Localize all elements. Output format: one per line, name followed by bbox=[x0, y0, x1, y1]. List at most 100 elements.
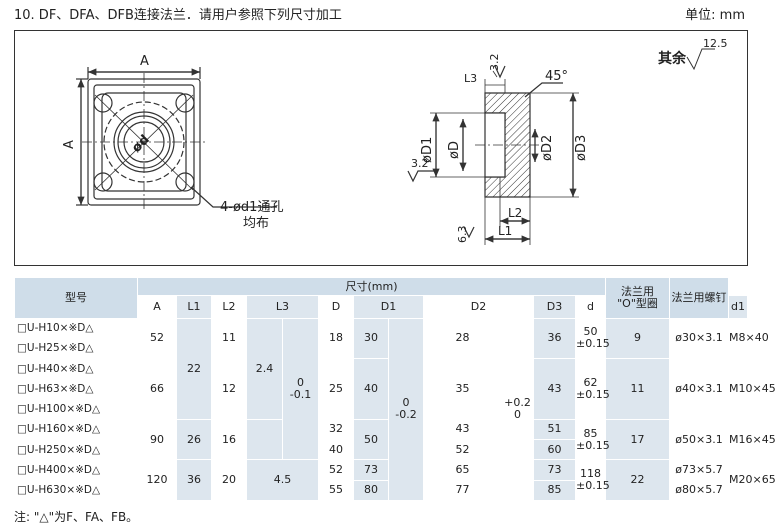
sub-d1s: d1 bbox=[728, 295, 748, 319]
table-row-model: □U-H100×※D△ bbox=[14, 398, 138, 420]
cell-l2: 11 bbox=[211, 317, 247, 360]
cell-bolt: M16×45 bbox=[728, 418, 776, 461]
cell-d1-tol: 0-0.2 bbox=[388, 317, 424, 502]
dim-l1: L1 bbox=[498, 224, 512, 238]
cell-d2: 28 bbox=[423, 317, 502, 360]
dim-l2: L2 bbox=[508, 206, 522, 220]
cell-a: 52 bbox=[137, 317, 177, 360]
cell-d: 52 bbox=[318, 459, 354, 481]
cell-l2: 12 bbox=[211, 358, 247, 420]
cell-l2: 20 bbox=[211, 459, 247, 501]
cell-d: 55 bbox=[318, 479, 354, 502]
cell-oring: ø73×5.7 bbox=[669, 459, 729, 481]
roughness-label: 其余 bbox=[658, 50, 687, 67]
dim-45: 45° bbox=[545, 69, 568, 84]
roughness-value: 12.5 bbox=[703, 37, 728, 50]
cell-d2: 65 bbox=[423, 459, 502, 481]
header-size: 尺寸(mm) bbox=[137, 276, 606, 297]
cell-d1: 50 bbox=[353, 418, 389, 461]
sub-l1: L1 bbox=[176, 295, 212, 319]
dim-63: 6.3 bbox=[456, 226, 469, 244]
table-row-model: □U-H630×※D△ bbox=[14, 479, 138, 502]
cell-l1: 26 bbox=[176, 418, 212, 461]
cell-dd: 62±0.15 bbox=[575, 358, 610, 420]
dim-od: ød bbox=[129, 132, 153, 156]
roughness-symbol bbox=[686, 48, 715, 71]
cell-dd: 118±0.15 bbox=[575, 459, 610, 501]
flange-drawing: A A ød 4-ød1通孔 均布 其余 12.5 3.2 L3 45° øD1… bbox=[62, 37, 728, 245]
cell-d1s: 11 bbox=[605, 358, 670, 420]
cell-dd: 50±0.15 bbox=[575, 317, 610, 360]
cell-oring: ø50×3.1 bbox=[669, 418, 729, 461]
cell-l3-tol: 0-0.1 bbox=[282, 317, 319, 461]
callout-holes: 4-ød1通孔 bbox=[220, 200, 283, 215]
table-row-model: □U-H10×※D△ bbox=[14, 317, 138, 339]
cell-d: 32 bbox=[318, 418, 354, 441]
table-row-model: □U-H250×※D△ bbox=[14, 439, 138, 461]
dim-32-left: 3.2 bbox=[411, 157, 429, 170]
cell-d1s: 17 bbox=[605, 418, 670, 461]
cell-d3: 85 bbox=[533, 479, 576, 502]
cell-a: 66 bbox=[137, 358, 177, 420]
cell-d1: 80 bbox=[353, 479, 389, 502]
cell-d2: 77 bbox=[423, 479, 502, 502]
dim-l3: L3 bbox=[464, 72, 477, 85]
cell-d1: 73 bbox=[353, 459, 389, 481]
header-oring: 法兰用"O"型圈 bbox=[605, 277, 670, 319]
front-view bbox=[76, 67, 277, 211]
table-row-model: □U-H63×※D△ bbox=[14, 378, 138, 400]
cell-l1: 36 bbox=[176, 459, 212, 501]
cell-oring: ø30×3.1 bbox=[669, 317, 729, 360]
cell-d3: 36 bbox=[533, 317, 576, 360]
spec-table: 型号 尺寸(mm) 法兰用"O"型圈 法兰用螺钉 A L1 L2 L3 D D1… bbox=[14, 276, 776, 502]
cell-d1: 30 bbox=[353, 317, 389, 360]
cell-d2: 35 bbox=[423, 358, 502, 420]
cell-oring: ø80×5.7 bbox=[669, 479, 729, 502]
footnote: 注: "△"为F、FA、FB。 bbox=[14, 510, 139, 524]
header-bolt: 法兰用螺钉 bbox=[669, 277, 729, 319]
cell-oring: ø40×3.1 bbox=[669, 358, 729, 420]
cell-a: 120 bbox=[137, 459, 177, 501]
cell-bolt: M20×65 bbox=[728, 459, 776, 501]
cell-d3: 60 bbox=[533, 439, 576, 461]
sub-a: A bbox=[137, 295, 177, 319]
table-row-model: □U-H160×※D△ bbox=[14, 418, 138, 441]
cell-dd: 85±0.15 bbox=[575, 418, 610, 461]
dim-32-top: 3.2 bbox=[488, 54, 501, 72]
cell-bolt: M8×40 bbox=[728, 317, 769, 360]
drawing-panel: A A ød 4-ød1通孔 均布 其余 12.5 3.2 L3 45° øD1… bbox=[14, 30, 748, 266]
dim-a-top: A bbox=[140, 54, 149, 69]
cell-d2: 43 bbox=[423, 418, 502, 441]
unit-label: 单位: mm bbox=[685, 8, 745, 23]
cell-l3: 4.5 bbox=[246, 459, 319, 501]
table-row-model: □U-H40×※D△ bbox=[14, 358, 138, 380]
cell-l3-empty bbox=[246, 418, 283, 461]
cell-bolt: M10×45 bbox=[728, 358, 776, 420]
cell-l2: 16 bbox=[211, 418, 247, 461]
cell-l3: 2.4 bbox=[246, 317, 283, 420]
cell-d3: 43 bbox=[533, 358, 576, 420]
sub-l3: L3 bbox=[246, 295, 319, 319]
table-row-model: □U-H400×※D△ bbox=[14, 459, 138, 481]
dim-d3-label: øD3 bbox=[574, 135, 589, 161]
cell-d: 40 bbox=[318, 439, 354, 461]
cell-d3: 51 bbox=[533, 418, 576, 441]
cell-d1s: 22 bbox=[605, 459, 670, 501]
cell-d1: 40 bbox=[353, 358, 389, 420]
cell-d3: 73 bbox=[533, 459, 576, 481]
cell-l1: 22 bbox=[176, 317, 212, 420]
table-row-model: □U-H25×※D△ bbox=[14, 337, 138, 360]
dim-d1-label: øD1 bbox=[420, 137, 435, 163]
cell-d: 18 bbox=[318, 317, 354, 360]
sub-d1: D1 bbox=[353, 295, 424, 319]
cell-d2: 52 bbox=[423, 439, 502, 461]
cell-d: 25 bbox=[318, 358, 354, 420]
side-view bbox=[407, 65, 579, 245]
cell-d1s: 9 bbox=[605, 317, 670, 360]
dim-d-label: øD bbox=[447, 141, 462, 159]
callout-even: 均布 bbox=[243, 216, 269, 231]
sub-d2: D2 bbox=[423, 295, 534, 319]
page-title: 10. DF、DFA、DFB连接法兰．请用户参照下列尺寸加工 bbox=[14, 8, 342, 23]
sub-l2: L2 bbox=[211, 295, 247, 319]
